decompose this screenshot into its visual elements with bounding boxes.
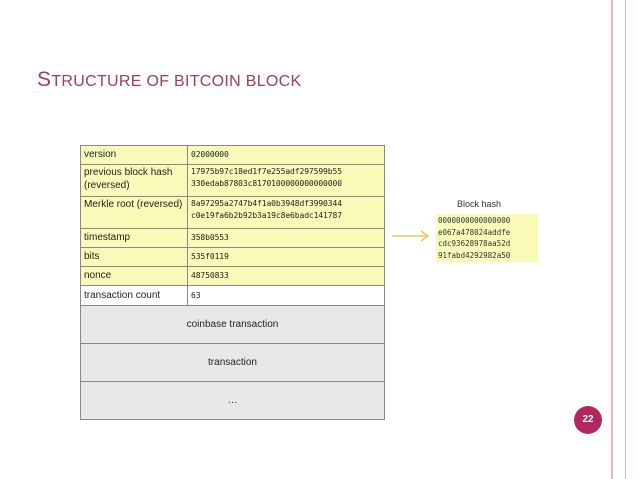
field-label: timestamp bbox=[80, 228, 188, 248]
field-label: previous block hash (reversed) bbox=[80, 164, 188, 197]
slide-title: STRUCTURE OF BITCOIN BLOCK bbox=[37, 68, 302, 91]
field-value: 48750833 bbox=[187, 266, 385, 286]
right-arrow-icon bbox=[392, 230, 430, 242]
ellipsis-row: … bbox=[80, 381, 385, 420]
block-hash-line: 91fabd4292982a50 bbox=[438, 250, 511, 260]
field-value: 358b0553 bbox=[187, 228, 385, 248]
header-row-version: version 02000000 bbox=[80, 145, 385, 165]
section-label: transaction bbox=[80, 343, 385, 382]
header-row-nonce: nonce 48750833 bbox=[80, 266, 385, 286]
right-border-line-inner bbox=[625, 0, 626, 479]
transaction-row: transaction bbox=[80, 343, 385, 382]
block-hash-line: cdc93628978aa52d bbox=[438, 239, 511, 248]
field-value: 8a97295a2747b4f1a0b3948df3990344 c0e19fa… bbox=[187, 196, 385, 229]
section-label: coinbase transaction bbox=[80, 305, 385, 344]
header-row-timestamp: timestamp 358b0553 bbox=[80, 228, 385, 248]
field-label: bits bbox=[80, 247, 188, 267]
right-border-line bbox=[611, 0, 613, 479]
field-label: transaction count bbox=[80, 285, 188, 306]
field-label: Merkle root (reversed) bbox=[80, 196, 188, 229]
transaction-count-row: transaction count 63 bbox=[80, 285, 385, 306]
block-hash-line: e067a478024addfe bbox=[438, 227, 511, 237]
field-label: nonce bbox=[80, 266, 188, 286]
section-label: … bbox=[80, 381, 385, 420]
field-label: version bbox=[80, 145, 188, 165]
block-structure-table: version 02000000 previous block hash (re… bbox=[80, 145, 385, 420]
page-number-badge: 22 bbox=[574, 406, 602, 434]
block-hash-line: 0000000000000000 bbox=[438, 216, 511, 225]
block-hash-box: 0000000000000000 e067a478024addfe cdc936… bbox=[436, 214, 538, 262]
header-row-previous-block-hash: previous block hash (reversed) 17975b97c… bbox=[80, 164, 385, 197]
header-row-bits: bits 535f0119 bbox=[80, 247, 385, 267]
field-value: 17975b97c18ed1f7e255adf297599b55 330edab… bbox=[187, 164, 385, 197]
field-value: 02000000 bbox=[187, 145, 385, 165]
field-value: 535f0119 bbox=[187, 247, 385, 267]
coinbase-transaction-row: coinbase transaction bbox=[80, 305, 385, 344]
block-hash-label: Block hash bbox=[457, 199, 502, 209]
header-row-merkle-root: Merkle root (reversed) 8a97295a2747b4f1a… bbox=[80, 196, 385, 229]
field-value: 63 bbox=[187, 285, 385, 306]
